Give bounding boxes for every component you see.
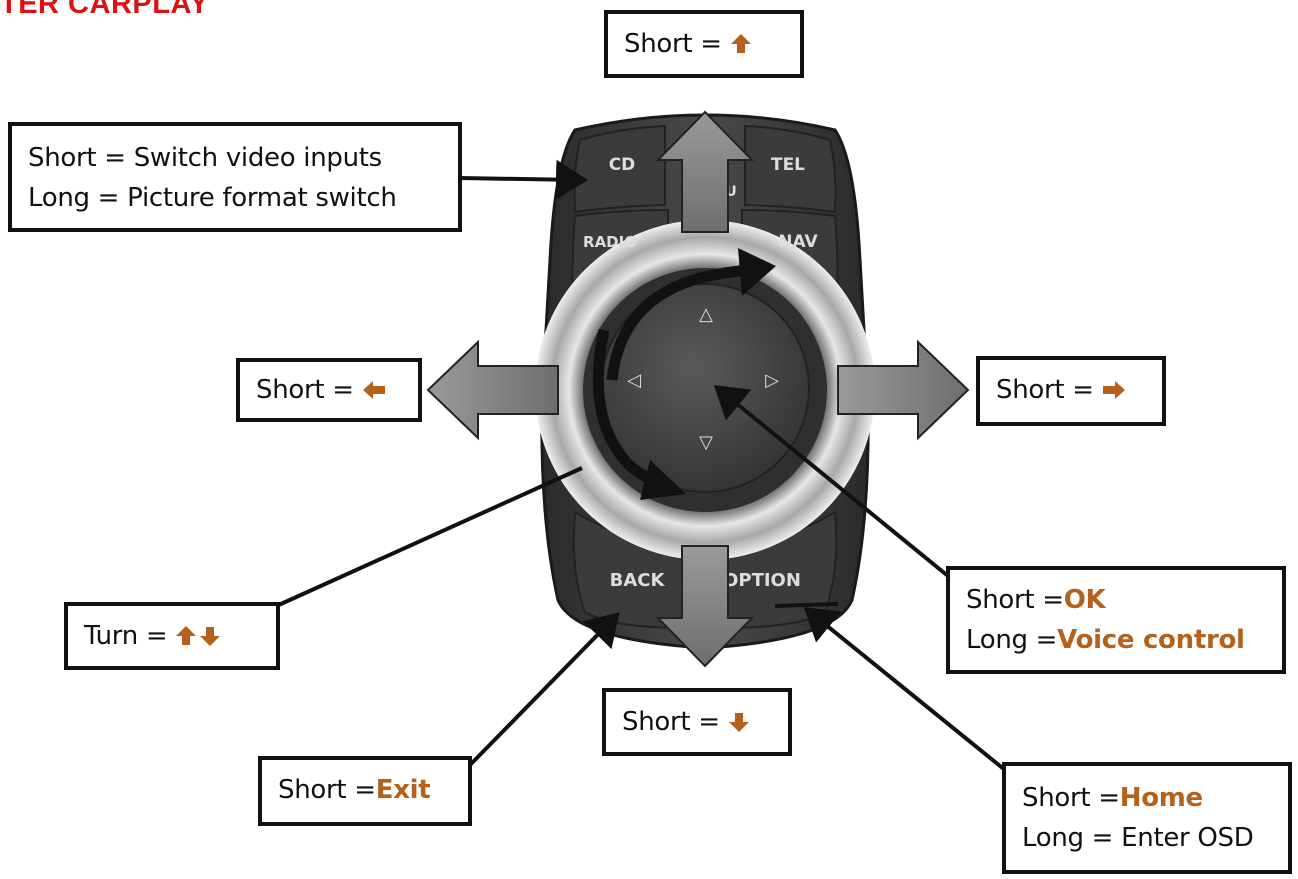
- arrow-down-icon: [728, 711, 750, 733]
- arrow-down-icon: [199, 625, 221, 647]
- page-heading: TER CARPLAY: [0, 0, 210, 20]
- u-button-label: U: [725, 184, 736, 200]
- leader-exit: [468, 612, 620, 767]
- rotation-arrowhead-bottom: [640, 460, 686, 500]
- leader-option-stub: [774, 602, 839, 608]
- rotation-arrowhead-top: [738, 248, 776, 296]
- option-button-label: OPTION: [723, 570, 801, 591]
- big-arrow-right: [837, 339, 970, 441]
- label-ok: Short = OK Long = Voice control: [946, 566, 1286, 674]
- back-button-label: BACK: [610, 570, 666, 591]
- label-exit: Short = Exit: [258, 756, 472, 826]
- label-cd: Short = Switch video inputs Long = Pictu…: [8, 122, 462, 232]
- label-turn: Turn =: [64, 602, 280, 670]
- arrow-left-icon: [362, 380, 386, 400]
- label-short-right: Short =: [976, 356, 1166, 426]
- arrow-up-icon: [175, 625, 197, 647]
- knob-right-triangle: ▷: [765, 370, 779, 391]
- big-arrow-down: [655, 545, 755, 668]
- big-arrow-left: [426, 339, 559, 441]
- label-short-left: Short =: [236, 358, 422, 422]
- label-short-up: Short =: [604, 10, 804, 78]
- tel-button-label: TEL: [771, 155, 805, 175]
- leader-ok: [713, 384, 950, 578]
- leader-cd: [459, 159, 588, 200]
- label-short-down: Short =: [602, 688, 792, 756]
- arrow-right-icon: [1102, 380, 1126, 400]
- leader-turn: [271, 466, 583, 610]
- rotation-arrow-top: [606, 264, 753, 381]
- cd-button-label: CD: [609, 155, 636, 175]
- nav-button-label: NAV: [778, 232, 818, 252]
- big-arrow-up: [655, 110, 755, 233]
- arrow-up-icon: [730, 33, 752, 55]
- knob-up-triangle: △: [699, 304, 713, 325]
- tel-button-shape: [744, 124, 837, 214]
- leader-home: [803, 606, 1007, 772]
- radio-button-label: RADIO: [583, 233, 637, 251]
- knob-down-triangle: ▽: [699, 432, 713, 453]
- knob-left-triangle: ◁: [627, 370, 641, 391]
- label-home: Short = Home Long = Enter OSD: [1002, 762, 1292, 874]
